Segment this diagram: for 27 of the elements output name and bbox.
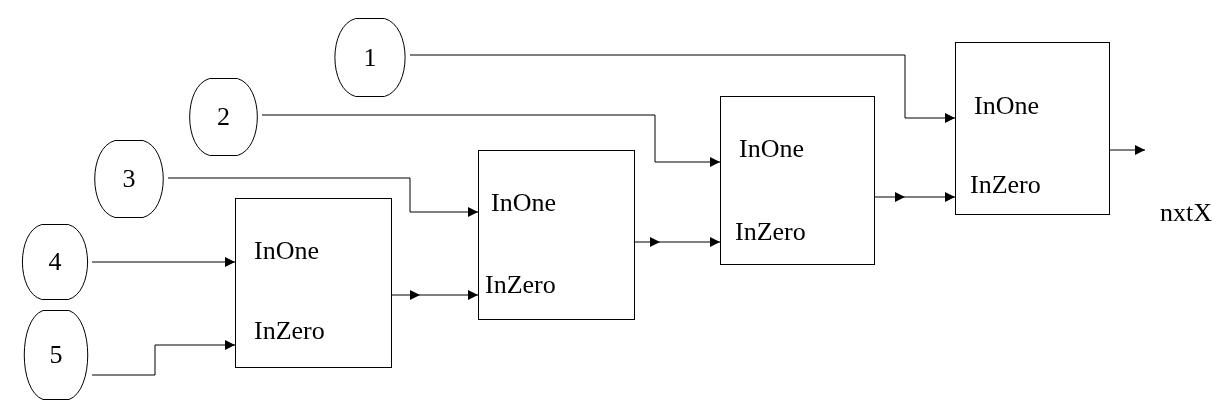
arrow xyxy=(391,290,479,300)
input-label: InOne xyxy=(974,93,1039,119)
terminal-number: 1 xyxy=(362,44,378,71)
block-box xyxy=(720,96,875,265)
input-label: InZero xyxy=(735,219,806,245)
block-box xyxy=(235,198,392,368)
block-box xyxy=(955,42,1110,215)
arrow xyxy=(91,257,236,267)
input-label: InZero xyxy=(485,272,556,298)
arrow xyxy=(634,237,721,247)
input-label: InZero xyxy=(970,172,1041,198)
arrow xyxy=(261,114,721,167)
arrow xyxy=(91,340,236,376)
input-label: InOne xyxy=(491,190,556,216)
terminal-number: 5 xyxy=(48,342,64,368)
input-label: InZero xyxy=(254,318,325,344)
arrow xyxy=(167,177,479,217)
input-label: InOne xyxy=(254,238,319,264)
input-label: InOne xyxy=(739,136,804,162)
block-box xyxy=(478,150,635,320)
terminal-number: 4 xyxy=(47,249,63,275)
terminal-number: 2 xyxy=(216,104,231,130)
terminal-number: 3 xyxy=(121,166,137,192)
arrow xyxy=(1109,145,1146,155)
arrow xyxy=(874,192,956,202)
arrow xyxy=(409,54,956,123)
output-label: nxtX xyxy=(1160,200,1212,226)
